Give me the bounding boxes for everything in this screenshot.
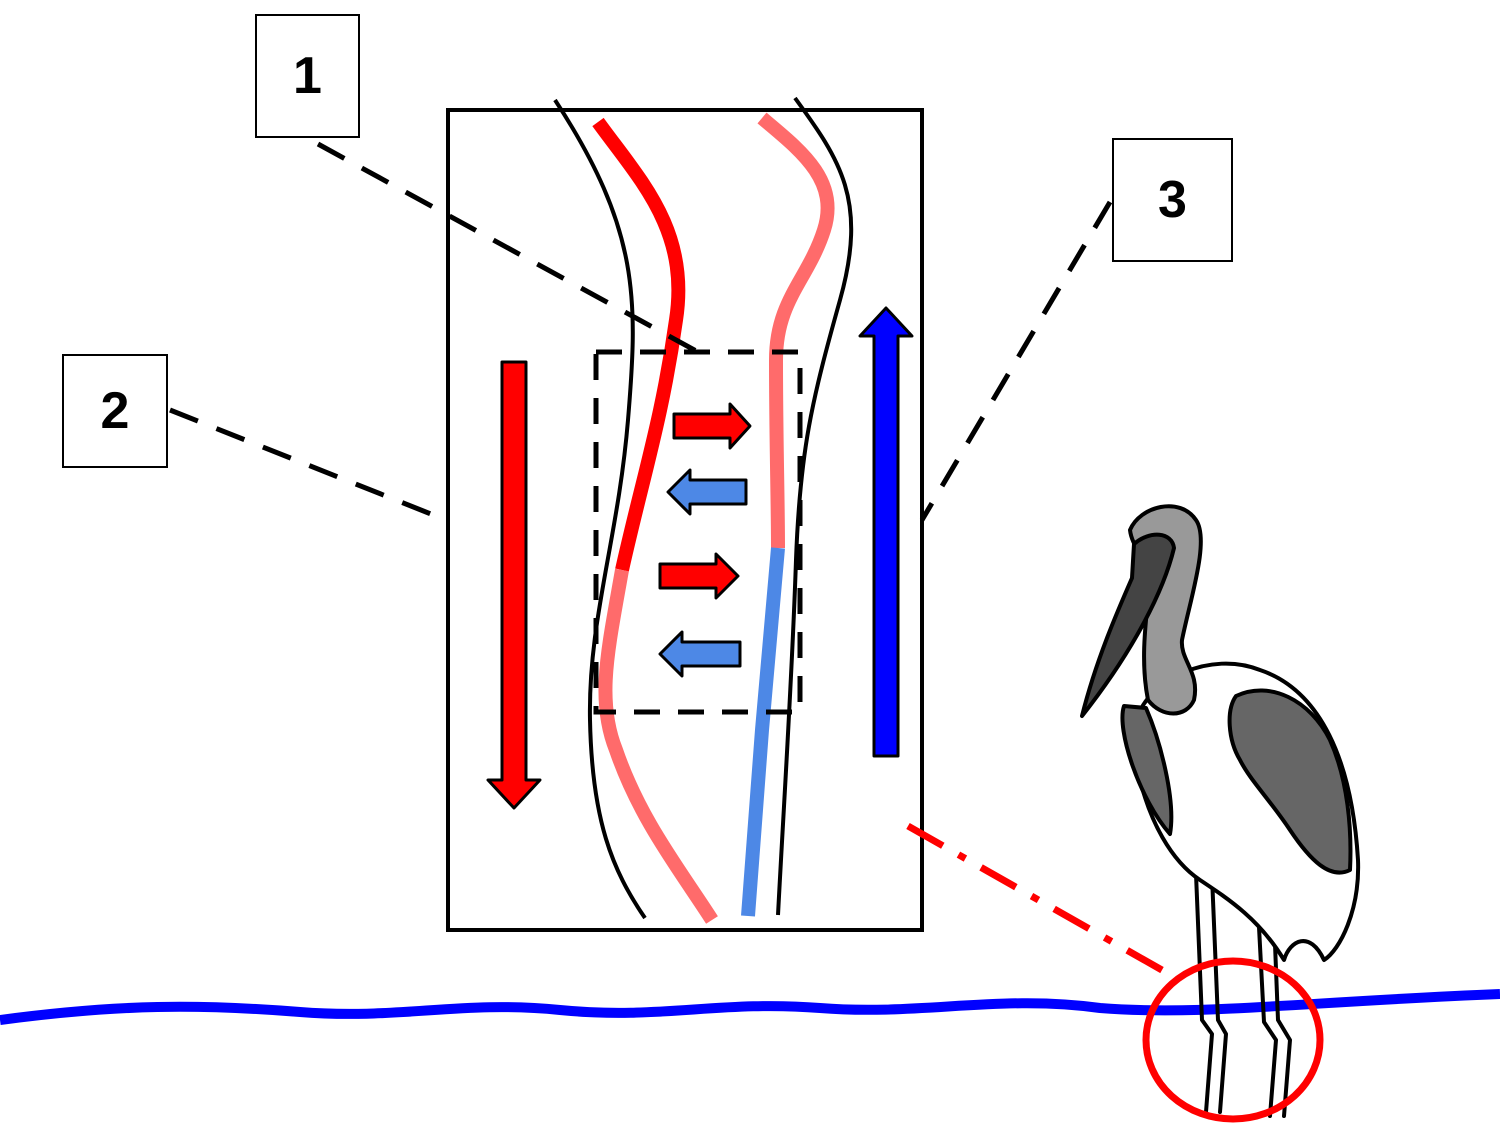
leader-line-1: [316, 141, 700, 355]
label-3: 3: [1112, 138, 1233, 262]
heat-transfer-arrow-icon: [658, 552, 740, 600]
stork-icon: [1080, 504, 1361, 1118]
label-1: 1: [255, 14, 360, 138]
exchange-zone-box: [593, 349, 803, 715]
leg-outline-right: [776, 96, 854, 916]
water-line: [0, 989, 1500, 1025]
arterial-flow-arrow: [486, 360, 542, 810]
artery-warm: [592, 117, 686, 572]
zoom-connector: [906, 822, 1178, 982]
heat-return-arrow-icon: [658, 630, 742, 678]
label-1-text: 1: [293, 47, 322, 105]
artery-cooling: [598, 568, 718, 924]
vein-warming: [757, 112, 835, 549]
venous-flow-arrow: [858, 306, 914, 758]
label-2: 2: [62, 354, 168, 468]
label-2-text: 2: [100, 382, 130, 440]
leg-outline-left: [553, 98, 647, 920]
leader-line-2: [169, 407, 447, 523]
label-3-text: 3: [1158, 171, 1187, 229]
heat-return-arrow-icon: [666, 468, 748, 516]
heat-transfer-arrow-icon: [672, 402, 752, 450]
leader-line-3: [919, 200, 1113, 522]
vein-cool: [741, 547, 785, 917]
zoom-circle-icon: [1142, 957, 1324, 1123]
